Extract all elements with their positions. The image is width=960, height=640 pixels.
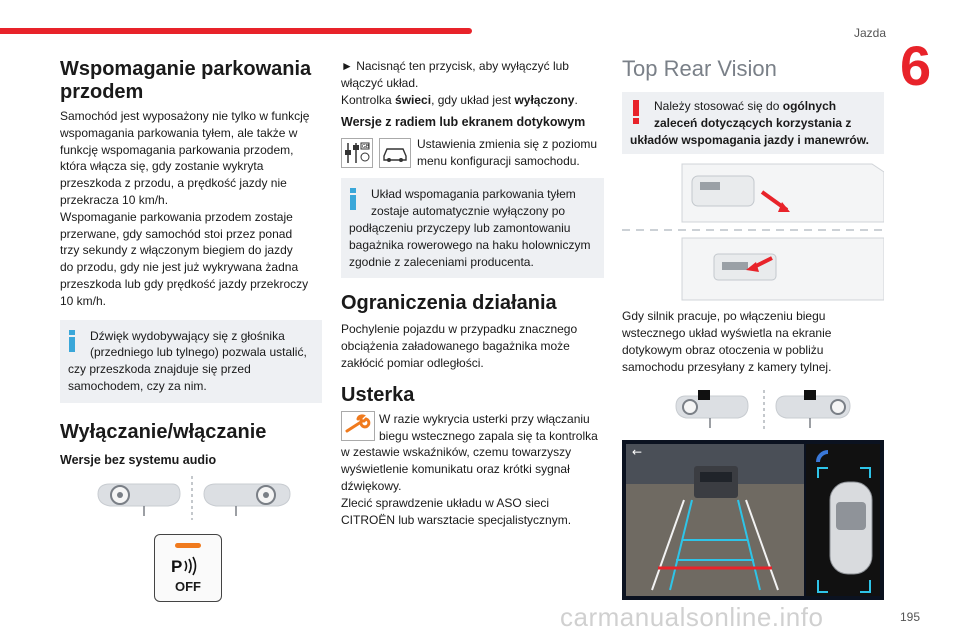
chapter-number: 6 bbox=[900, 34, 932, 97]
intro-line: przeszkoda lub gdy prędkość jazdy przekr… bbox=[60, 276, 309, 291]
info-line: (przedniego lub tylnego) pozwala ustalić… bbox=[90, 345, 307, 360]
intro-line: 10 km/h. bbox=[60, 293, 107, 308]
parking-off-button[interactable]: P OFF bbox=[154, 533, 222, 602]
info-box-trailer: Układ wspomagania parkowania tyłem zosta… bbox=[341, 178, 604, 279]
info-line: bagażnika rowerowego na haku holowniczym bbox=[349, 237, 591, 252]
warning-box: Należy stosować się do ogólnych zaleceń … bbox=[622, 92, 884, 155]
limits-line: zakłócić pomiar odległości. bbox=[341, 355, 484, 370]
body-line: samochodu przesyłany z kamery tylnej. bbox=[622, 359, 832, 374]
faults-line: w zestawie wskaźników, czemu towarzyszy bbox=[341, 445, 572, 460]
intro-line: Samochód jest wyposażony nie tylko w fun… bbox=[60, 109, 310, 123]
intro-line: wspomagania parkowania tyłem, ale także … bbox=[60, 125, 298, 140]
toggle-subtitle: Wyłączanie/włączanie bbox=[60, 420, 267, 443]
info-box-speaker: Dźwięk wydobywający się z głośnika (prze… bbox=[60, 319, 322, 403]
body-line: dotykowym obraz otoczenia w pobliżu bbox=[622, 342, 824, 357]
info-line: podłączeniu przyczepy lub zamontowaniu bbox=[349, 220, 571, 235]
info-line: Układ wspomagania parkowania tyłem bbox=[371, 187, 576, 202]
gearshift-illustration bbox=[675, 389, 851, 430]
warning-line: układów wspomagania jazdy i manewrów. bbox=[630, 132, 869, 147]
info-icon bbox=[69, 329, 75, 352]
faults-title: Usterka bbox=[341, 383, 415, 406]
info-line: samochodem, czy za nim. bbox=[68, 378, 207, 393]
info-line: zostaje automatycznie wyłączony po bbox=[371, 204, 566, 219]
faults-line: W razie wykrycia usterki przy włączaniu bbox=[379, 411, 590, 426]
intro-line: przeszkoda z przodu, a prędkość jazdy ni… bbox=[60, 176, 287, 191]
warning-exclamation-icon bbox=[633, 100, 639, 124]
off-label: OFF bbox=[175, 578, 201, 594]
info-line: czy przeszkoda znajduje się przed bbox=[68, 362, 251, 377]
intro-line: która włącza się, gdy zostanie wykryta bbox=[60, 159, 264, 174]
intro-line: przerwane, gdy samochód stoi przez ponad bbox=[60, 226, 293, 241]
dashboard-illustration bbox=[97, 475, 291, 520]
intro-line: funkcję wspomagania parkowania przodem, bbox=[60, 142, 294, 157]
info-line: Dźwięk wydobywający się z głośnika bbox=[90, 328, 285, 343]
intro-line: trzy sekundy z włączonym biegiem do jazd… bbox=[60, 243, 293, 258]
indicator-led bbox=[175, 542, 201, 548]
column-front-parking: Wspomaganie parkowania przodem Samochód … bbox=[60, 54, 322, 602]
svg-text:P: P bbox=[171, 557, 182, 576]
press-button-line: włączyć układ. bbox=[341, 75, 419, 90]
info-icon bbox=[350, 188, 356, 211]
limits-title: Ograniczenia działania bbox=[341, 292, 557, 315]
front-parking-intro: Samochód jest wyposażony nie tylko w fun… bbox=[60, 108, 322, 310]
faults-line: wyświetlenie komunikatu oraz krótki sygn… bbox=[341, 462, 570, 477]
column-toggle-and-faults: ► Nacisnąć ten przycisk, aby wyłączyć lu… bbox=[341, 54, 604, 528]
info-line: zgodnie z zaleceniami producenta. bbox=[349, 254, 534, 269]
touchscreen-settings-row: GB Ustawienia zmienia się z poziomu menu… bbox=[341, 137, 604, 172]
watermark: carmanualsonline.info bbox=[560, 602, 824, 632]
warning-line: Należy stosować się do ogólnych bbox=[654, 99, 837, 113]
warning-lamp-text: Kontrolka świeci, gdy układ jest wyłączo… bbox=[341, 92, 578, 107]
page-number: 195 bbox=[899, 610, 920, 624]
svg-text:GB: GB bbox=[362, 144, 370, 150]
touch-settings-line: menu konfiguracji samochodu. bbox=[417, 154, 580, 169]
parking-sensor-icon: P bbox=[171, 556, 197, 576]
top-rear-vision-title: Top Rear Vision bbox=[622, 56, 777, 81]
faults-line: biegu wstecznego zapala się ta kontrolka bbox=[379, 428, 598, 443]
warning-line: zaleceń dotyczących korzystania z bbox=[654, 115, 852, 130]
press-button-line: ► Nacisnąć ten przycisk, aby wyłączyć lu… bbox=[341, 59, 569, 73]
limits-text: Pochylenie pojazdu w przypadku znacznego… bbox=[341, 321, 604, 371]
rear-camera-screen: ← bbox=[622, 439, 884, 600]
faults-line: CITROËN lub warsztacie specjalistycznym. bbox=[341, 512, 572, 527]
version-no-audio-label: Wersje bez systemu audio bbox=[60, 452, 217, 467]
body-line: Gdy silnik pracuje, po włączeniu biegu bbox=[622, 309, 826, 324]
limits-line: obciążenia załadowanego bagażnika może bbox=[341, 339, 570, 354]
faults-block: W razie wykrycia usterki przy włączaniu … bbox=[341, 410, 604, 529]
section-name: Jazda bbox=[853, 26, 886, 40]
column-top-rear-vision: Top Rear Vision Należy stosować się do o… bbox=[622, 54, 884, 600]
top-rear-vision-body: Gdy silnik pracuje, po włączeniu biegu w… bbox=[622, 308, 884, 375]
settings-icon: GB bbox=[341, 138, 373, 169]
body-line: wstecznego układ wyświetla na ekranie bbox=[622, 326, 832, 341]
intro-line: Wspomaganie parkowania przodem zostaje bbox=[60, 209, 293, 224]
faults-line: dźwiękowy. bbox=[341, 478, 402, 493]
intro-line: przekracza 10 km/h. bbox=[60, 192, 169, 207]
rear-camera-location-illustration bbox=[622, 163, 884, 301]
car-settings-icon bbox=[379, 138, 411, 169]
touchscreen-version-label: Wersje z radiem lub ekranem dotykowym bbox=[341, 115, 586, 130]
front-parking-title: Wspomaganie parkowania przodem bbox=[60, 58, 312, 103]
wrench-warning-icon bbox=[341, 410, 375, 441]
limits-line: Pochylenie pojazdu w przypadku znacznego bbox=[341, 322, 578, 337]
top-accent-bar bbox=[0, 28, 472, 34]
touch-settings-line: Ustawienia zmienia się z poziomu bbox=[417, 137, 598, 152]
svg-text:←: ← bbox=[632, 445, 642, 459]
intro-line: do przodu, gdy nie jest już wykrywana ża… bbox=[60, 260, 299, 275]
faults-line: Zlecić sprawdzenie układu w ASO sieci bbox=[341, 495, 550, 510]
